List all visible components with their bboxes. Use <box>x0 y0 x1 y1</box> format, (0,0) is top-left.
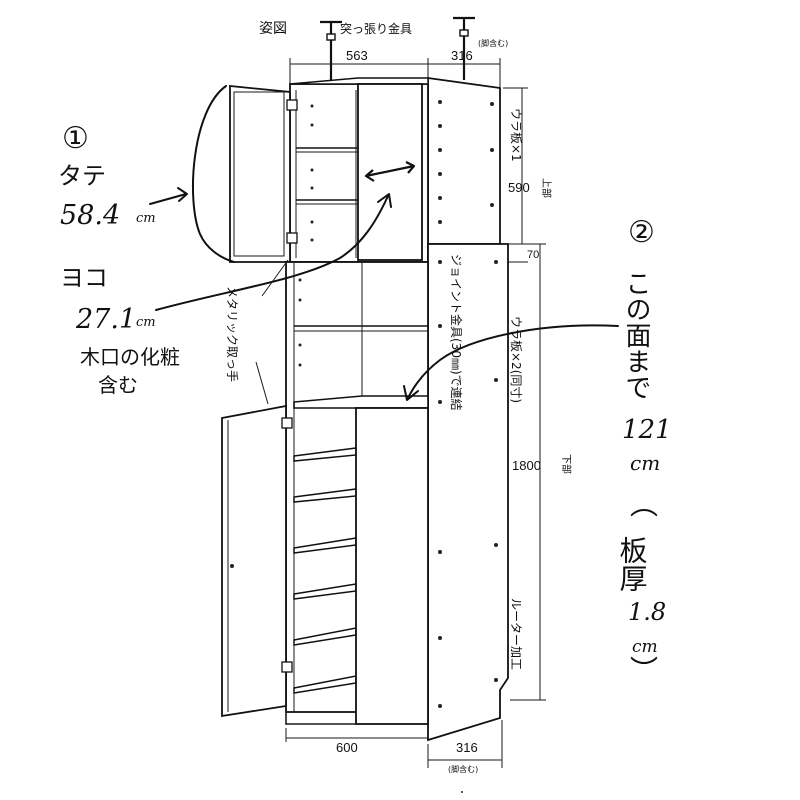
note1-tate-unit: cm <box>136 211 156 226</box>
dimension-lower-height <box>510 243 546 701</box>
note2-arrow <box>407 324 619 399</box>
note1-number: ① <box>62 121 89 156</box>
note2-value: 121 <box>622 415 672 445</box>
depth-bottom-label: 316 <box>456 740 478 755</box>
tension-fitting-right <box>453 16 475 80</box>
note1-edge-line2: 含む <box>98 373 138 397</box>
note2-thick-label: 板厚 <box>616 536 649 592</box>
note1-yoko-label: ヨコ <box>60 264 108 292</box>
width-top-label: 563 <box>346 48 368 63</box>
metal-handle-label: メタリック取っ手 <box>225 286 239 382</box>
dimension-bottom <box>285 720 503 768</box>
note1-yoko-value: 27.1 <box>75 304 136 335</box>
note2-line1: この面まで <box>621 270 651 400</box>
note1-yoko-unit: cm <box>136 315 156 330</box>
joint-fitting-label: ジョイント金具(30㎜)で連結 <box>449 254 464 411</box>
upper-cabinet <box>229 76 501 263</box>
tension-fitting-label: 突っ張り金具 <box>340 21 412 36</box>
note1-tate-arrow <box>149 193 187 205</box>
depth-note-bottom: (脚含む) <box>448 764 478 774</box>
gap-label: 70 <box>527 249 539 261</box>
upper-mark-label: 上部 <box>540 178 553 198</box>
handwritten-note-2: ② この面まで 121 cm ︵ 板厚 1.8 cm ︶ <box>403 215 672 687</box>
note1-tate-value: 58.4 <box>60 200 120 231</box>
lower-mark-label: 下部 <box>560 454 573 474</box>
depth-top-label: 316 <box>451 48 473 63</box>
note2-thick-unit: cm <box>632 637 658 657</box>
note1-edge-line1: 木口の化粧 <box>80 345 180 369</box>
note2-paren-close: ︶ <box>630 654 658 687</box>
note2-number: ② <box>628 215 655 250</box>
note2-thick-value: 1.8 <box>628 598 666 626</box>
note1-yoko-arrow <box>155 195 389 311</box>
note2-unit: cm <box>630 451 660 475</box>
note1-tate-label: タテ <box>58 162 106 190</box>
handwritten-note-1: ① タテ 58.4 cm ヨコ 27.1 cm 木口の化粧 含む <box>58 85 392 397</box>
height-lower-label: 1800 <box>512 458 541 473</box>
stray-mark <box>461 791 463 793</box>
note1-bracket <box>191 85 235 263</box>
depth-note-top: (脚含む) <box>478 38 508 48</box>
tension-fitting-left <box>320 20 342 80</box>
back-panel-upper-label: ウラ板×1 <box>509 108 523 162</box>
width-bottom-label: 600 <box>336 740 358 755</box>
height-upper-label: 590 <box>508 180 530 195</box>
title-label: 姿図 <box>259 21 287 37</box>
handle-leader-lower <box>255 361 269 405</box>
note2-paren-open: ︵ <box>630 488 658 521</box>
back-panel-lower-label: ウラ板×2(同寸) <box>509 316 523 403</box>
lower-cabinet <box>221 243 509 742</box>
handle-leader-upper <box>261 259 289 297</box>
router-label: ルーター加工 <box>509 598 523 670</box>
dimension-top <box>289 58 501 88</box>
